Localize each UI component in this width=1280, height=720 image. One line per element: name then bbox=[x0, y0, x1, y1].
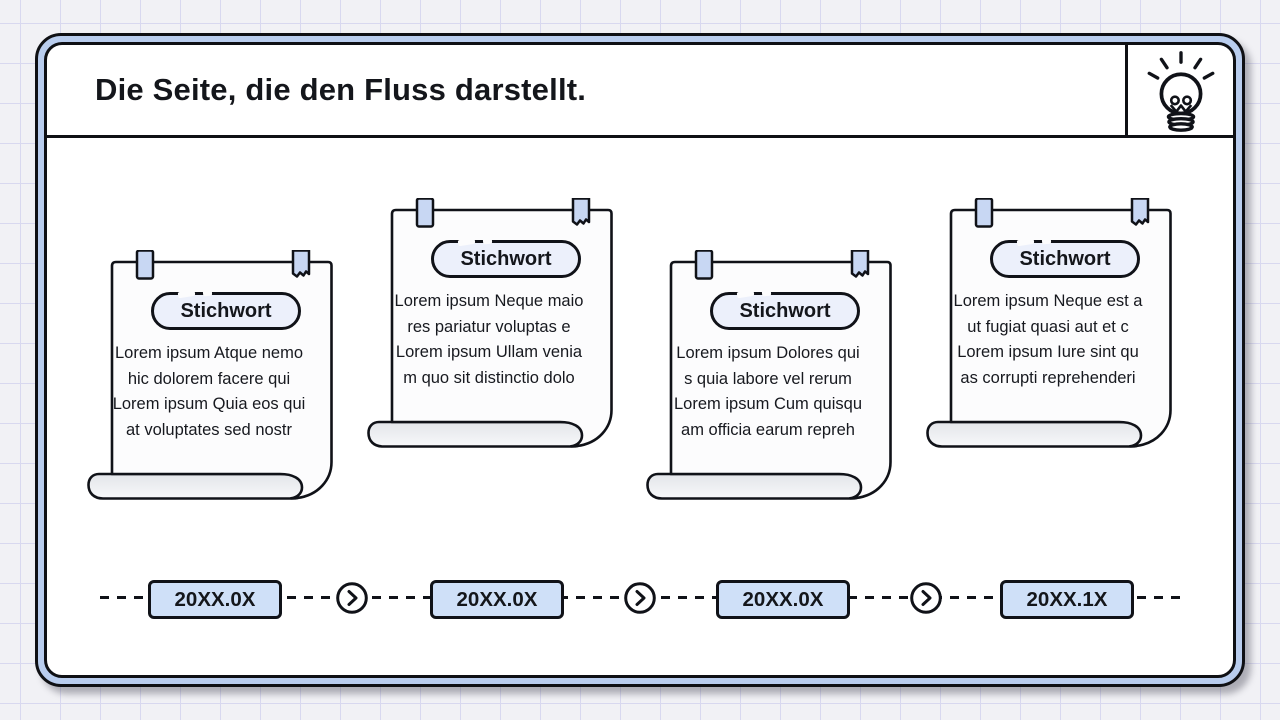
tape-clip-icon bbox=[571, 198, 591, 226]
keyword-pill[interactable]: Stichwort bbox=[710, 289, 860, 330]
page-curl bbox=[367, 420, 587, 448]
milestone-badge[interactable]: 20XX.0X bbox=[430, 580, 564, 619]
note-card[interactable]: Stichwort Lorem ipsum Neque maio res par… bbox=[365, 198, 613, 448]
keyword-pill[interactable]: Stichwort bbox=[151, 289, 301, 330]
tape-clip-icon bbox=[694, 250, 714, 280]
chevron-right-icon[interactable] bbox=[622, 580, 658, 616]
keyword-label: Stichwort bbox=[180, 299, 272, 322]
keyword-label: Stichwort bbox=[739, 299, 831, 322]
lightbulb-icon bbox=[1147, 50, 1214, 132]
sketch-gap bbox=[482, 237, 493, 245]
title-bar: Die Seite, die den Fluss darstellt. bbox=[47, 45, 1233, 138]
note-card[interactable]: Stichwort Lorem ipsum Neque est a ut fug… bbox=[924, 198, 1172, 448]
note-text: Lorem ipsum Neque maio res pariatur volu… bbox=[394, 292, 584, 387]
milestone-label: 20XX.0X bbox=[742, 587, 824, 611]
tape-clip-icon bbox=[974, 198, 994, 228]
milestone-badge[interactable]: 20XX.0X bbox=[148, 580, 282, 619]
note-text: Lorem ipsum Neque est a ut fugiat quasi … bbox=[953, 292, 1143, 387]
milestone-badge[interactable]: 20XX.0X bbox=[716, 580, 850, 619]
tape-clip-icon bbox=[135, 250, 155, 280]
sketch-gap bbox=[1041, 237, 1052, 245]
page-title: Die Seite, die den Fluss darstellt. bbox=[95, 72, 587, 107]
keyword-pill[interactable]: Stichwort bbox=[990, 237, 1140, 278]
chevron-right-icon[interactable] bbox=[908, 580, 944, 616]
keyword-label: Stichwort bbox=[1019, 247, 1111, 270]
sketch-gap bbox=[457, 237, 476, 247]
milestone-label: 20XX.0X bbox=[456, 587, 538, 611]
lightbulb-box bbox=[1125, 45, 1233, 138]
slide-inner-panel: Die Seite, die den Fluss darstellt. bbox=[44, 42, 1236, 678]
tape-clip-icon bbox=[1130, 198, 1150, 226]
note-text: Lorem ipsum Atque nemo hic dolorem facer… bbox=[112, 344, 306, 439]
page-curl bbox=[926, 420, 1146, 448]
keyword-label: Stichwort bbox=[460, 247, 552, 270]
sketch-gap bbox=[202, 289, 213, 297]
milestone-label: 20XX.1X bbox=[1026, 587, 1108, 611]
tape-clip-icon bbox=[415, 198, 435, 228]
tape-clip-icon bbox=[291, 250, 311, 278]
chevron-right-icon[interactable] bbox=[334, 580, 370, 616]
milestone-badge[interactable]: 20XX.1X bbox=[1000, 580, 1134, 619]
slide-frame: Die Seite, die den Fluss darstellt. bbox=[35, 33, 1245, 687]
sketch-gap bbox=[1016, 237, 1035, 247]
note-text: Lorem ipsum Dolores qui s quia labore ve… bbox=[674, 344, 862, 439]
sketch-gap bbox=[736, 289, 755, 299]
page-curl bbox=[646, 472, 866, 500]
note-card[interactable]: Stichwort Lorem ipsum Atque nemo hic dol… bbox=[85, 250, 333, 500]
page-curl bbox=[87, 472, 307, 500]
sketch-gap bbox=[177, 289, 196, 299]
sketch-gap bbox=[761, 289, 772, 297]
note-card[interactable]: Stichwort Lorem ipsum Dolores qui s quia… bbox=[644, 250, 892, 500]
milestone-label: 20XX.0X bbox=[174, 587, 256, 611]
tape-clip-icon bbox=[850, 250, 870, 278]
keyword-pill[interactable]: Stichwort bbox=[431, 237, 581, 278]
